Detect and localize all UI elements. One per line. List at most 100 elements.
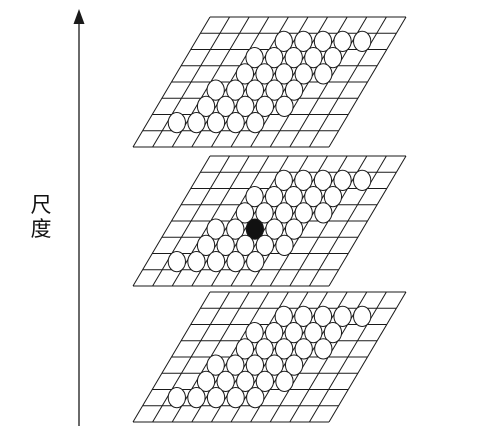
grid-column-line — [132, 16, 211, 148]
neighbor-sample-point — [294, 63, 313, 85]
neighbor-sample-point — [294, 338, 313, 360]
layer-bottom — [132, 291, 407, 423]
neighbor-sample-point — [294, 30, 313, 52]
neighbor-sample-point — [206, 218, 225, 240]
neighbor-sample-point — [187, 251, 206, 273]
neighbor-sample-point — [265, 186, 284, 208]
neighbor-sample-point — [196, 95, 216, 117]
neighbor-sample-point — [255, 63, 274, 85]
neighbor-sample-point — [187, 387, 206, 409]
neighbor-sample-point — [167, 112, 186, 134]
neighbor-sample-point — [216, 234, 235, 256]
neighbor-sample-point — [284, 218, 304, 240]
neighbor-sample-point — [314, 63, 333, 85]
neighbor-sample-point — [353, 169, 372, 191]
grid-column-line — [328, 291, 407, 423]
neighbor-sample-point — [265, 354, 284, 376]
neighbor-sample-point — [313, 30, 333, 52]
neighbor-sample-point — [275, 370, 294, 392]
neighbor-sample-point — [284, 47, 303, 69]
neighbor-sample-point — [333, 169, 352, 191]
neighbor-sample-point — [284, 79, 304, 101]
scale-axis-label-char-2: 度 — [30, 217, 52, 241]
grid-column-line — [152, 291, 231, 423]
neighbor-sample-point — [323, 186, 343, 208]
grid-column-line — [132, 291, 211, 423]
neighbor-sample-point — [294, 305, 313, 327]
neighbor-sample-point — [245, 186, 264, 208]
neighbor-sample-point — [206, 251, 226, 273]
neighbor-sample-point — [313, 169, 333, 191]
neighbor-sample-point — [226, 218, 245, 240]
neighbor-sample-point — [236, 370, 255, 392]
neighbor-sample-point — [206, 354, 225, 376]
neighbor-sample-point — [333, 30, 352, 52]
neighbor-sample-point — [216, 370, 235, 392]
grid-column-line — [132, 155, 211, 287]
scale-axis-label: 尺 度 — [26, 193, 56, 241]
neighbor-sample-point — [265, 322, 284, 344]
neighbor-sample-point — [255, 370, 274, 392]
neighbor-sample-point — [265, 218, 284, 240]
neighbor-sample-point — [167, 387, 186, 409]
neighbor-sample-point — [236, 234, 255, 256]
neighbor-sample-point — [206, 387, 226, 409]
neighbor-sample-point — [226, 354, 245, 376]
neighbor-sample-point — [226, 112, 245, 134]
neighbor-sample-point — [284, 322, 303, 344]
neighbor-sample-point — [353, 305, 372, 327]
neighbor-sample-point — [167, 251, 186, 273]
neighbor-sample-point — [294, 202, 313, 224]
grid-column-line — [308, 16, 387, 148]
grid-column-line — [152, 16, 231, 148]
neighbor-sample-point — [235, 63, 255, 85]
neighbor-sample-point — [187, 112, 206, 134]
neighbor-sample-point — [196, 370, 216, 392]
neighbor-sample-point — [274, 169, 293, 191]
neighbor-sample-point — [284, 354, 304, 376]
neighbor-sample-point — [304, 186, 323, 208]
neighbor-sample-point — [216, 95, 235, 117]
grid-column-line — [328, 16, 407, 148]
neighbor-sample-point — [255, 234, 274, 256]
neighbor-sample-point — [255, 202, 274, 224]
neighbor-sample-point — [245, 79, 265, 101]
neighbor-sample-point — [313, 305, 333, 327]
neighbor-sample-point — [226, 251, 245, 273]
grid-column-line — [152, 155, 231, 287]
neighbor-sample-point — [206, 112, 226, 134]
neighbor-sample-point — [333, 305, 352, 327]
neighbor-sample-point — [274, 305, 293, 327]
neighbor-sample-point — [245, 47, 264, 69]
grid-column-line — [308, 155, 387, 287]
neighbor-sample-point — [226, 387, 245, 409]
grid-column-line — [308, 291, 387, 423]
neighbor-sample-point — [284, 186, 303, 208]
neighbor-sample-point — [265, 79, 284, 101]
neighbor-sample-point — [246, 251, 265, 273]
neighbor-sample-point — [323, 47, 343, 69]
neighbor-sample-point — [236, 95, 255, 117]
neighbor-sample-point — [314, 202, 333, 224]
neighbor-sample-point — [196, 234, 216, 256]
scale-axis-arrowhead — [73, 9, 85, 24]
neighbor-sample-point — [274, 202, 294, 224]
neighbor-sample-point — [226, 79, 245, 101]
neighbor-sample-point — [274, 30, 293, 52]
neighbor-sample-point — [255, 338, 274, 360]
neighbor-sample-point — [304, 322, 323, 344]
neighbor-sample-point — [206, 79, 225, 101]
neighbor-sample-point — [294, 169, 313, 191]
neighbor-sample-point — [274, 63, 294, 85]
scale-layers — [132, 16, 407, 423]
layer-middle — [132, 155, 407, 287]
neighbor-sample-point — [304, 47, 323, 69]
center-sample-point — [245, 218, 265, 240]
neighbor-sample-point — [245, 322, 264, 344]
neighbor-sample-point — [275, 234, 294, 256]
neighbor-sample-point — [323, 322, 343, 344]
neighbor-sample-point — [246, 112, 265, 134]
layer-top — [132, 16, 407, 148]
neighbor-sample-point — [275, 95, 294, 117]
